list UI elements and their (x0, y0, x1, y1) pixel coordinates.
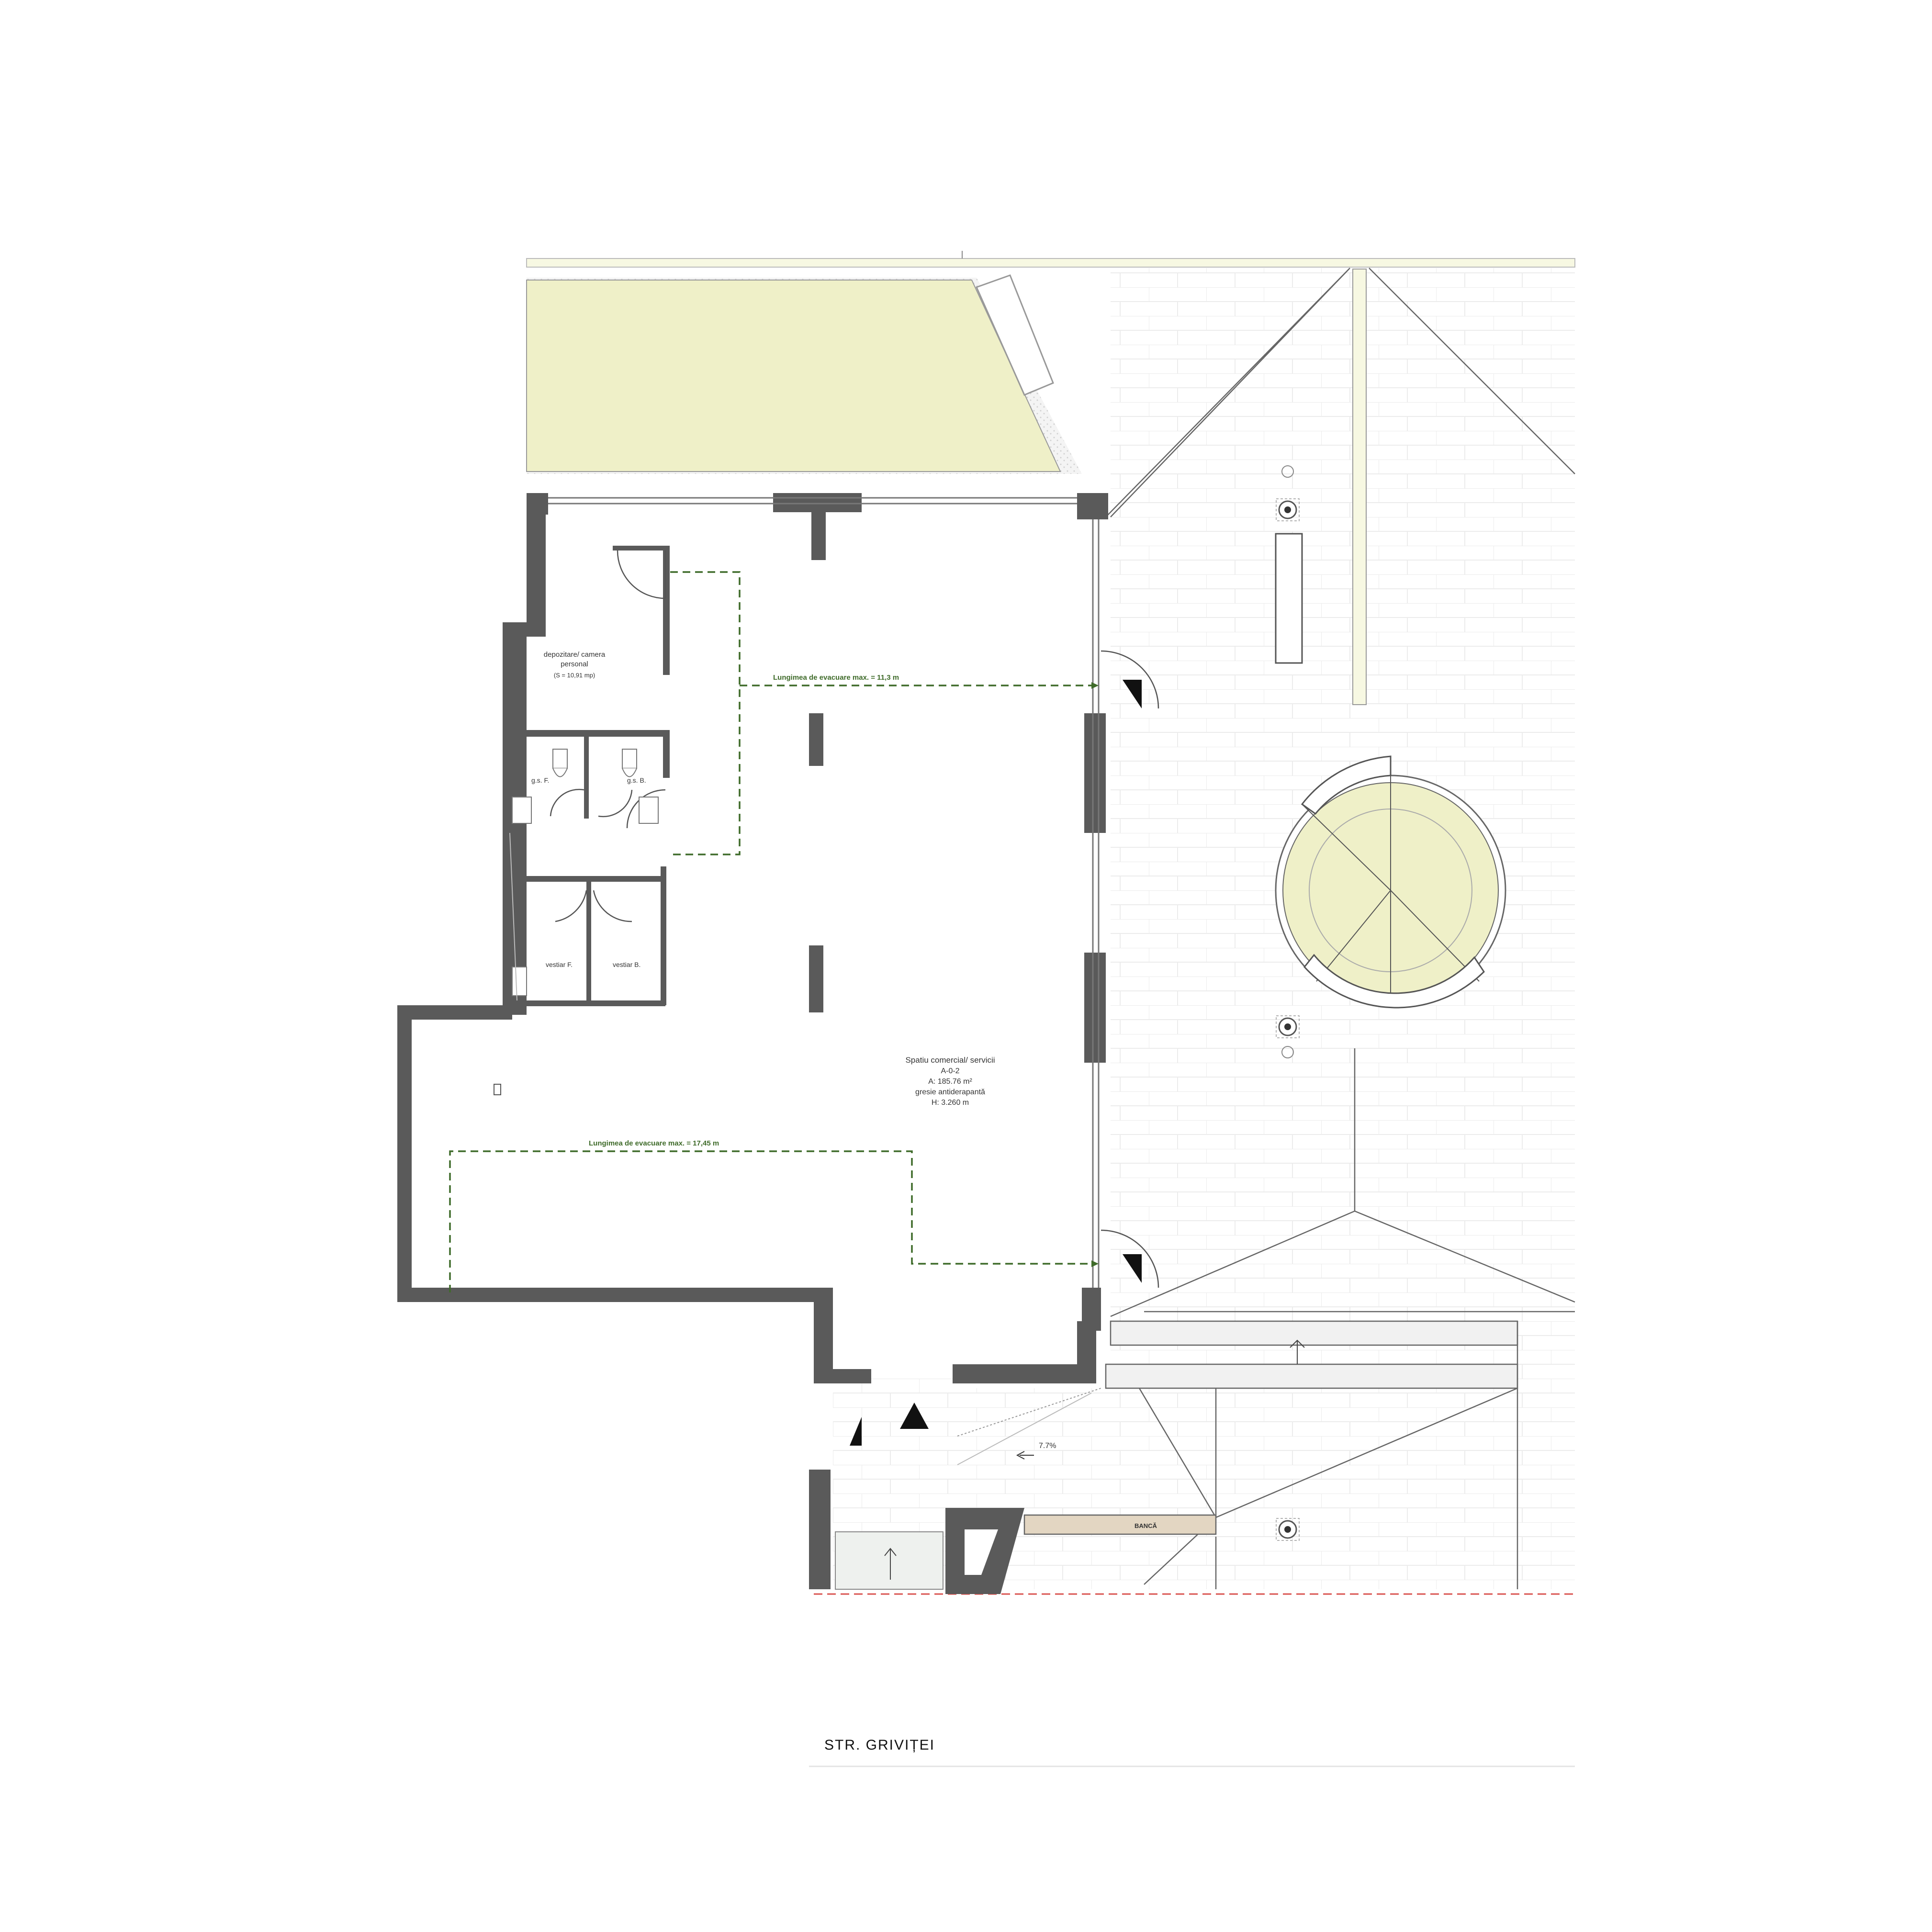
storage-room-label: depozitare/ camera (544, 651, 606, 659)
lamp-icon (1275, 465, 1303, 664)
socket-icon (494, 1084, 501, 1095)
ramp-slope-label: 7.7% (1039, 1442, 1056, 1450)
lamp-icon (1276, 1518, 1300, 1541)
lamp-icon (1276, 1015, 1300, 1058)
main-room-finish: gresie antiderapantă (915, 1088, 985, 1096)
evac-arrow-icon (1091, 1260, 1099, 1267)
main-room-height: H: 3.260 m (932, 1099, 969, 1107)
path-lines (1105, 268, 1575, 1317)
curtain-wall (548, 497, 1100, 1288)
evacuation-length-label-2: Lungimea de evacuare max. = 17,45 m (589, 1139, 719, 1147)
entrance-marker-icon (850, 680, 1142, 1446)
building-walls (397, 493, 1108, 1594)
storage-room-area: (S = 10,91 mp) (554, 672, 595, 679)
lawn-area (526, 274, 1082, 474)
evacuation-length-label-1: Lungimea de evacuare max. = 11,3 m (773, 674, 899, 682)
storage-room-label-2: personal (561, 660, 588, 668)
evac-arrow-icon (1091, 682, 1099, 689)
north-boundary (526, 251, 1575, 268)
main-room-area: A: 185.76 m² (928, 1078, 972, 1086)
interior-floor (412, 503, 1096, 1374)
locker-b-label: vestiar B. (613, 961, 640, 968)
round-planter (1275, 755, 1506, 1009)
wc-b-label: g.s. B. (627, 776, 646, 784)
main-room-code: A-0-2 (941, 1067, 959, 1075)
evacuation-route-1 (670, 571, 1091, 855)
wc-f-label: g.s. F. (531, 776, 549, 784)
bench-label: BANCĂ (1134, 1522, 1157, 1529)
partitions (507, 546, 670, 1006)
main-room-name: Spatiu comercial/ servicii (905, 1056, 995, 1065)
evacuation-route-2 (449, 1150, 1091, 1292)
street-name: STR. GRIVIȚEI (824, 1737, 935, 1753)
walkway-strip (1352, 269, 1367, 705)
toilet-icon (509, 749, 659, 1001)
door-icon (550, 550, 1159, 1288)
locker-f-label: vestiar F. (546, 961, 573, 968)
ramp-area (835, 1320, 1518, 1590)
